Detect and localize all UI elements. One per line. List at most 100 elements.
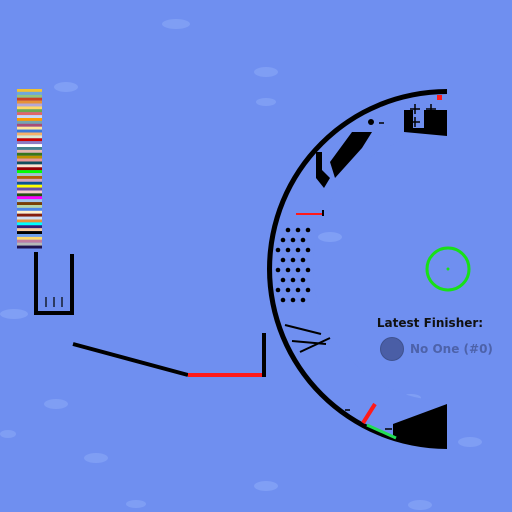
target-ring-icon[interactable]: [425, 246, 471, 292]
queued-marble: [17, 149, 42, 153]
queued-marble: [17, 225, 42, 229]
exit-red-trigger: [361, 402, 377, 425]
queued-marble: [17, 120, 42, 124]
plinko-peg: [305, 287, 311, 293]
arena: [267, 89, 447, 449]
plinko-peg: [305, 267, 311, 273]
exit-ramp-block: [393, 404, 447, 446]
queued-marble: [17, 234, 42, 237]
plinko-peg: [295, 287, 301, 293]
marble-avatar-icon: [380, 337, 404, 361]
plinko-peg: [275, 287, 281, 293]
queued-marble: [17, 115, 42, 118]
queued-marble: [17, 196, 42, 200]
marble-cup: [34, 252, 74, 315]
latest-finisher-name: No One (#0): [410, 342, 493, 356]
queued-marble: [17, 129, 42, 133]
queued-marble: [17, 176, 42, 179]
queued-marble: [17, 144, 42, 147]
plinko-peg: [285, 227, 291, 233]
plinko-peg: [280, 277, 286, 283]
cup-pegs: [45, 297, 63, 307]
queued-marble: [17, 123, 42, 127]
plinko-peg: [290, 237, 296, 243]
upper-chute: [316, 152, 330, 188]
ramp: [72, 342, 189, 377]
plinko-peg: [280, 257, 286, 263]
plinko-peg: [285, 247, 291, 253]
queued-marble: [17, 126, 42, 130]
peg-grid: [275, 227, 311, 303]
queued-marble: [17, 207, 42, 211]
queued-marble: [17, 167, 42, 171]
queued-marble: [17, 242, 42, 246]
queued-marble: [17, 219, 42, 223]
queued-marble: [17, 187, 42, 191]
queued-marble: [17, 210, 42, 214]
upper-wedge: [330, 132, 372, 178]
queued-marble: [17, 138, 42, 142]
queued-marble: [17, 184, 42, 188]
queued-marble: [17, 147, 42, 150]
plinko-peg: [295, 267, 301, 273]
plinko-peg: [300, 237, 306, 243]
queued-marble: [17, 181, 42, 185]
queued-marble: [17, 94, 42, 98]
latest-finisher-heading: Latest Finisher:: [376, 316, 484, 330]
target-ring-center: [446, 267, 450, 271]
queued-marble: [17, 112, 42, 116]
top-pocket: [404, 110, 447, 136]
plinko-peg: [280, 297, 286, 303]
queued-marble: [17, 89, 42, 92]
plinko-peg: [275, 247, 281, 253]
plinko-peg: [295, 227, 301, 233]
marble-queue: [17, 89, 42, 249]
queued-marble: [17, 152, 42, 156]
queued-marble: [17, 91, 42, 95]
queued-marble: [17, 103, 42, 107]
queued-marble: [17, 161, 42, 165]
queued-marble: [17, 202, 42, 205]
queued-marble: [17, 118, 42, 121]
plinko-peg: [290, 277, 296, 283]
plinko-peg: [305, 227, 311, 233]
top-peg-dot: [368, 119, 374, 125]
queued-marble: [17, 245, 42, 249]
plinko-peg: [300, 257, 306, 263]
plinko-peg: [295, 247, 301, 253]
queued-marble: [17, 135, 42, 139]
queued-marble: [17, 193, 42, 197]
plinko-peg: [300, 297, 306, 303]
queued-marble: [17, 106, 42, 110]
arena-track: [272, 94, 447, 444]
queued-marble: [17, 228, 42, 232]
queued-marble: [17, 178, 42, 182]
plinko-peg: [305, 247, 311, 253]
queued-marble: [17, 164, 42, 168]
queued-marble: [17, 97, 42, 101]
queued-marble: [17, 132, 42, 136]
plinko-peg: [285, 287, 291, 293]
queued-marble: [17, 222, 42, 226]
plinko-peg: [290, 257, 296, 263]
plinko-peg: [280, 237, 286, 243]
plinko-peg: [275, 267, 281, 273]
plinko-peg: [285, 267, 291, 273]
queued-marble: [17, 231, 42, 234]
plinko-peg: [300, 277, 306, 283]
top-plus-pegs: [410, 104, 436, 127]
queued-marble: [17, 100, 42, 104]
queued-marble: [17, 205, 42, 208]
queued-marble: [17, 199, 42, 203]
queued-marble: [17, 236, 42, 240]
plinko-peg: [290, 297, 296, 303]
goal-line: [366, 423, 397, 440]
queued-marble: [17, 155, 42, 159]
queued-marble: [17, 239, 42, 243]
queued-marble: [17, 216, 42, 220]
queued-marble: [17, 173, 42, 176]
queued-marble: [17, 190, 42, 194]
queued-marble: [17, 141, 42, 145]
queued-marble: [17, 109, 42, 113]
